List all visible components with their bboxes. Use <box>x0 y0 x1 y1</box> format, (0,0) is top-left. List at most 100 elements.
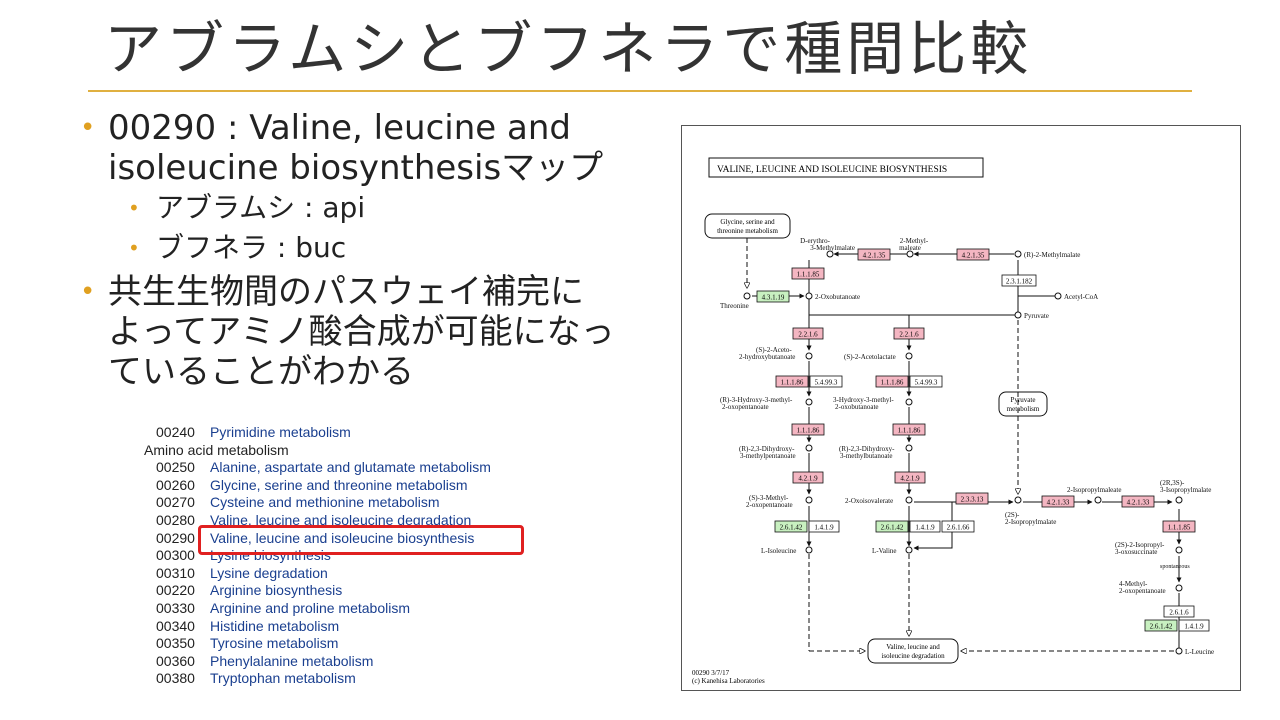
enzyme-box[interactable]: 2.2.1.6 <box>893 327 925 340</box>
svg-text:1.1.1.85: 1.1.1.85 <box>1168 524 1191 532</box>
svg-text:1.1.1.86: 1.1.1.86 <box>781 379 804 387</box>
enzyme-box[interactable]: 5.4.99.3 <box>909 375 943 388</box>
bullet-dot-icon: • <box>80 277 96 307</box>
svg-text:5.4.99.3: 5.4.99.3 <box>815 379 838 387</box>
map-link-glycine[interactable]: Glycine, serine and threonine metabolism <box>704 213 791 239</box>
pathway-link[interactable]: Tyrosine metabolism <box>210 635 339 652</box>
map-title: VALINE, LEUCINE AND ISOLEUCINE BIOSYNTHE… <box>717 165 947 175</box>
svg-text:threonine metabolism: threonine metabolism <box>717 227 778 235</box>
enzyme-box[interactable]: 1.1.1.86 <box>791 423 825 436</box>
svg-text:4.2.1.9: 4.2.1.9 <box>900 475 920 483</box>
enzyme-box[interactable]: 2.3.3.13 <box>955 492 989 505</box>
enzyme-box[interactable]: 4.2.1.33 <box>1121 495 1155 508</box>
pathway-link[interactable]: Lysine biosynthesis <box>210 547 331 564</box>
svg-text:4.2.1.33: 4.2.1.33 <box>1127 499 1150 507</box>
compound-label: 3-Hydroxy-3-methyl- <box>833 396 894 404</box>
pathway-link[interactable]: Arginine biosynthesis <box>210 582 343 599</box>
pathway-link[interactable]: Phenylalanine metabolism <box>210 652 374 669</box>
svg-text:2.6.1.6: 2.6.1.6 <box>1169 609 1189 617</box>
svg-text:2.6.1.42: 2.6.1.42 <box>780 524 803 532</box>
compound-label: 2-Isopropylmaleate <box>1067 486 1121 494</box>
enzyme-box[interactable]: 4.2.1.35 <box>956 248 990 261</box>
pathway-link[interactable]: Glycine, serine and threonine metabolism <box>210 476 468 493</box>
enzyme-box[interactable]: 2.2.1.6 <box>792 327 824 340</box>
pathway-link[interactable]: Tryptophan metabolism <box>210 670 356 687</box>
enzyme-box[interactable]: 2.3.1.182 <box>1001 274 1037 287</box>
svg-text:5.4.99.3: 5.4.99.3 <box>915 379 938 387</box>
svg-text:4.2.1.35: 4.2.1.35 <box>863 252 886 260</box>
enzyme-box[interactable]: 5.4.99.3 <box>809 375 843 388</box>
compound-label: Pyruvate <box>1024 312 1049 320</box>
bullet-line: isoleucine biosynthesisマップ <box>108 148 604 188</box>
svg-text:Pyruvate: Pyruvate <box>1011 396 1036 404</box>
list-category: Amino acid metabolism <box>144 441 289 458</box>
pathway-link[interactable]: Histidine metabolism <box>210 617 340 634</box>
enzyme-box[interactable]: 4.2.1.9 <box>894 471 926 484</box>
compound-label: (2S)-2-Isopropyl- <box>1115 541 1165 549</box>
pathway-link[interactable]: Arginine and proline metabolism <box>210 599 410 616</box>
svg-text:Glycine, serine and: Glycine, serine and <box>720 218 775 226</box>
bullet-dot-icon: • <box>80 113 96 143</box>
bullet-dot-icon: • <box>128 236 140 260</box>
slide-title: アブラムシとブフネラで種間比較 <box>104 15 1033 83</box>
svg-text:2.2.1.6: 2.2.1.6 <box>798 331 818 339</box>
map-link-degradation[interactable]: Valine, leucine and isoleucine degradati… <box>867 638 959 664</box>
enzyme-box[interactable]: 4.2.1.35 <box>857 248 891 261</box>
compound-label: 2-oxobutanoate <box>835 403 879 411</box>
compound-label: D-erythro- <box>800 237 831 245</box>
bullet-pathway-map: • 00290 : Valine, leucine and isoleucine… <box>80 108 680 188</box>
enzyme-box[interactable]: 4.3.1.19 <box>756 290 790 303</box>
pathway-link[interactable]: Valine, leucine and isoleucine degradati… <box>210 511 472 528</box>
compound-label: maleate <box>899 244 921 252</box>
enzyme-box[interactable]: 1.4.1.9 <box>1178 619 1210 632</box>
map-link-pyruvate[interactable]: Pyruvate metabolism <box>998 391 1048 417</box>
pathway-link[interactable]: Pyrimidine metabolism <box>210 424 351 440</box>
enzyme-box[interactable]: 2.6.1.42 <box>774 520 808 533</box>
enzyme-box[interactable]: 2.6.1.42 <box>875 520 909 533</box>
enzyme-box[interactable]: 1.1.1.85 <box>1162 520 1196 533</box>
compound-label: 3-methylbutanoate <box>840 452 892 460</box>
enzyme-box[interactable]: 4.2.1.33 <box>1041 495 1075 508</box>
enzyme-box[interactable]: 1.4.1.9 <box>909 520 941 533</box>
compound-label: Threonine <box>720 302 749 310</box>
pathway-link[interactable]: Lysine degradation <box>210 564 328 581</box>
pathway-link[interactable]: Alanine, aspartate and glutamate metabol… <box>210 459 491 476</box>
enzyme-box[interactable]: 1.1.1.86 <box>875 375 909 388</box>
enzyme-box[interactable]: 2.6.1.66 <box>941 520 975 533</box>
pathway-link[interactable]: Valine, leucine and isoleucine biosynthe… <box>210 529 475 546</box>
svg-text:2.6.1.42: 2.6.1.42 <box>1150 623 1173 631</box>
compound-label: 2-Oxobutanoate <box>815 293 860 301</box>
highlight-box <box>198 525 524 555</box>
compound-label: L-Isoleucine <box>761 547 796 555</box>
svg-text:1.4.1.9: 1.4.1.9 <box>1184 623 1204 631</box>
compound-label: (R)-2,3-Dihydroxy- <box>839 445 895 453</box>
svg-text:4.2.1.35: 4.2.1.35 <box>962 252 985 260</box>
svg-text:Valine, leucine and: Valine, leucine and <box>886 643 940 651</box>
pathway-link[interactable]: Cysteine and methionine metabolism <box>210 494 440 511</box>
bullet-line: 共生生物間のパスウェイ補完に <box>108 272 584 312</box>
enzyme-box[interactable]: 2.6.1.6 <box>1163 605 1195 618</box>
svg-text:metabolism: metabolism <box>1007 405 1040 413</box>
enzyme-box[interactable]: 1.1.1.86 <box>892 423 926 436</box>
map-footer: 00290 3/7/17 <box>692 669 730 677</box>
enzyme-box[interactable]: 1.4.1.9 <box>808 520 840 533</box>
enzyme-box[interactable]: 4.2.1.9 <box>792 471 824 484</box>
enzyme-box[interactable]: 1.1.1.85 <box>791 267 825 280</box>
enzyme-box[interactable]: 1.1.1.86 <box>775 375 809 388</box>
bullet-complement: • 共生生物間のパスウェイ補完に よってアミノ酸合成が可能になっ ていることがわ… <box>80 272 680 392</box>
enzyme-box[interactable]: 2.6.1.42 <box>1144 619 1178 632</box>
